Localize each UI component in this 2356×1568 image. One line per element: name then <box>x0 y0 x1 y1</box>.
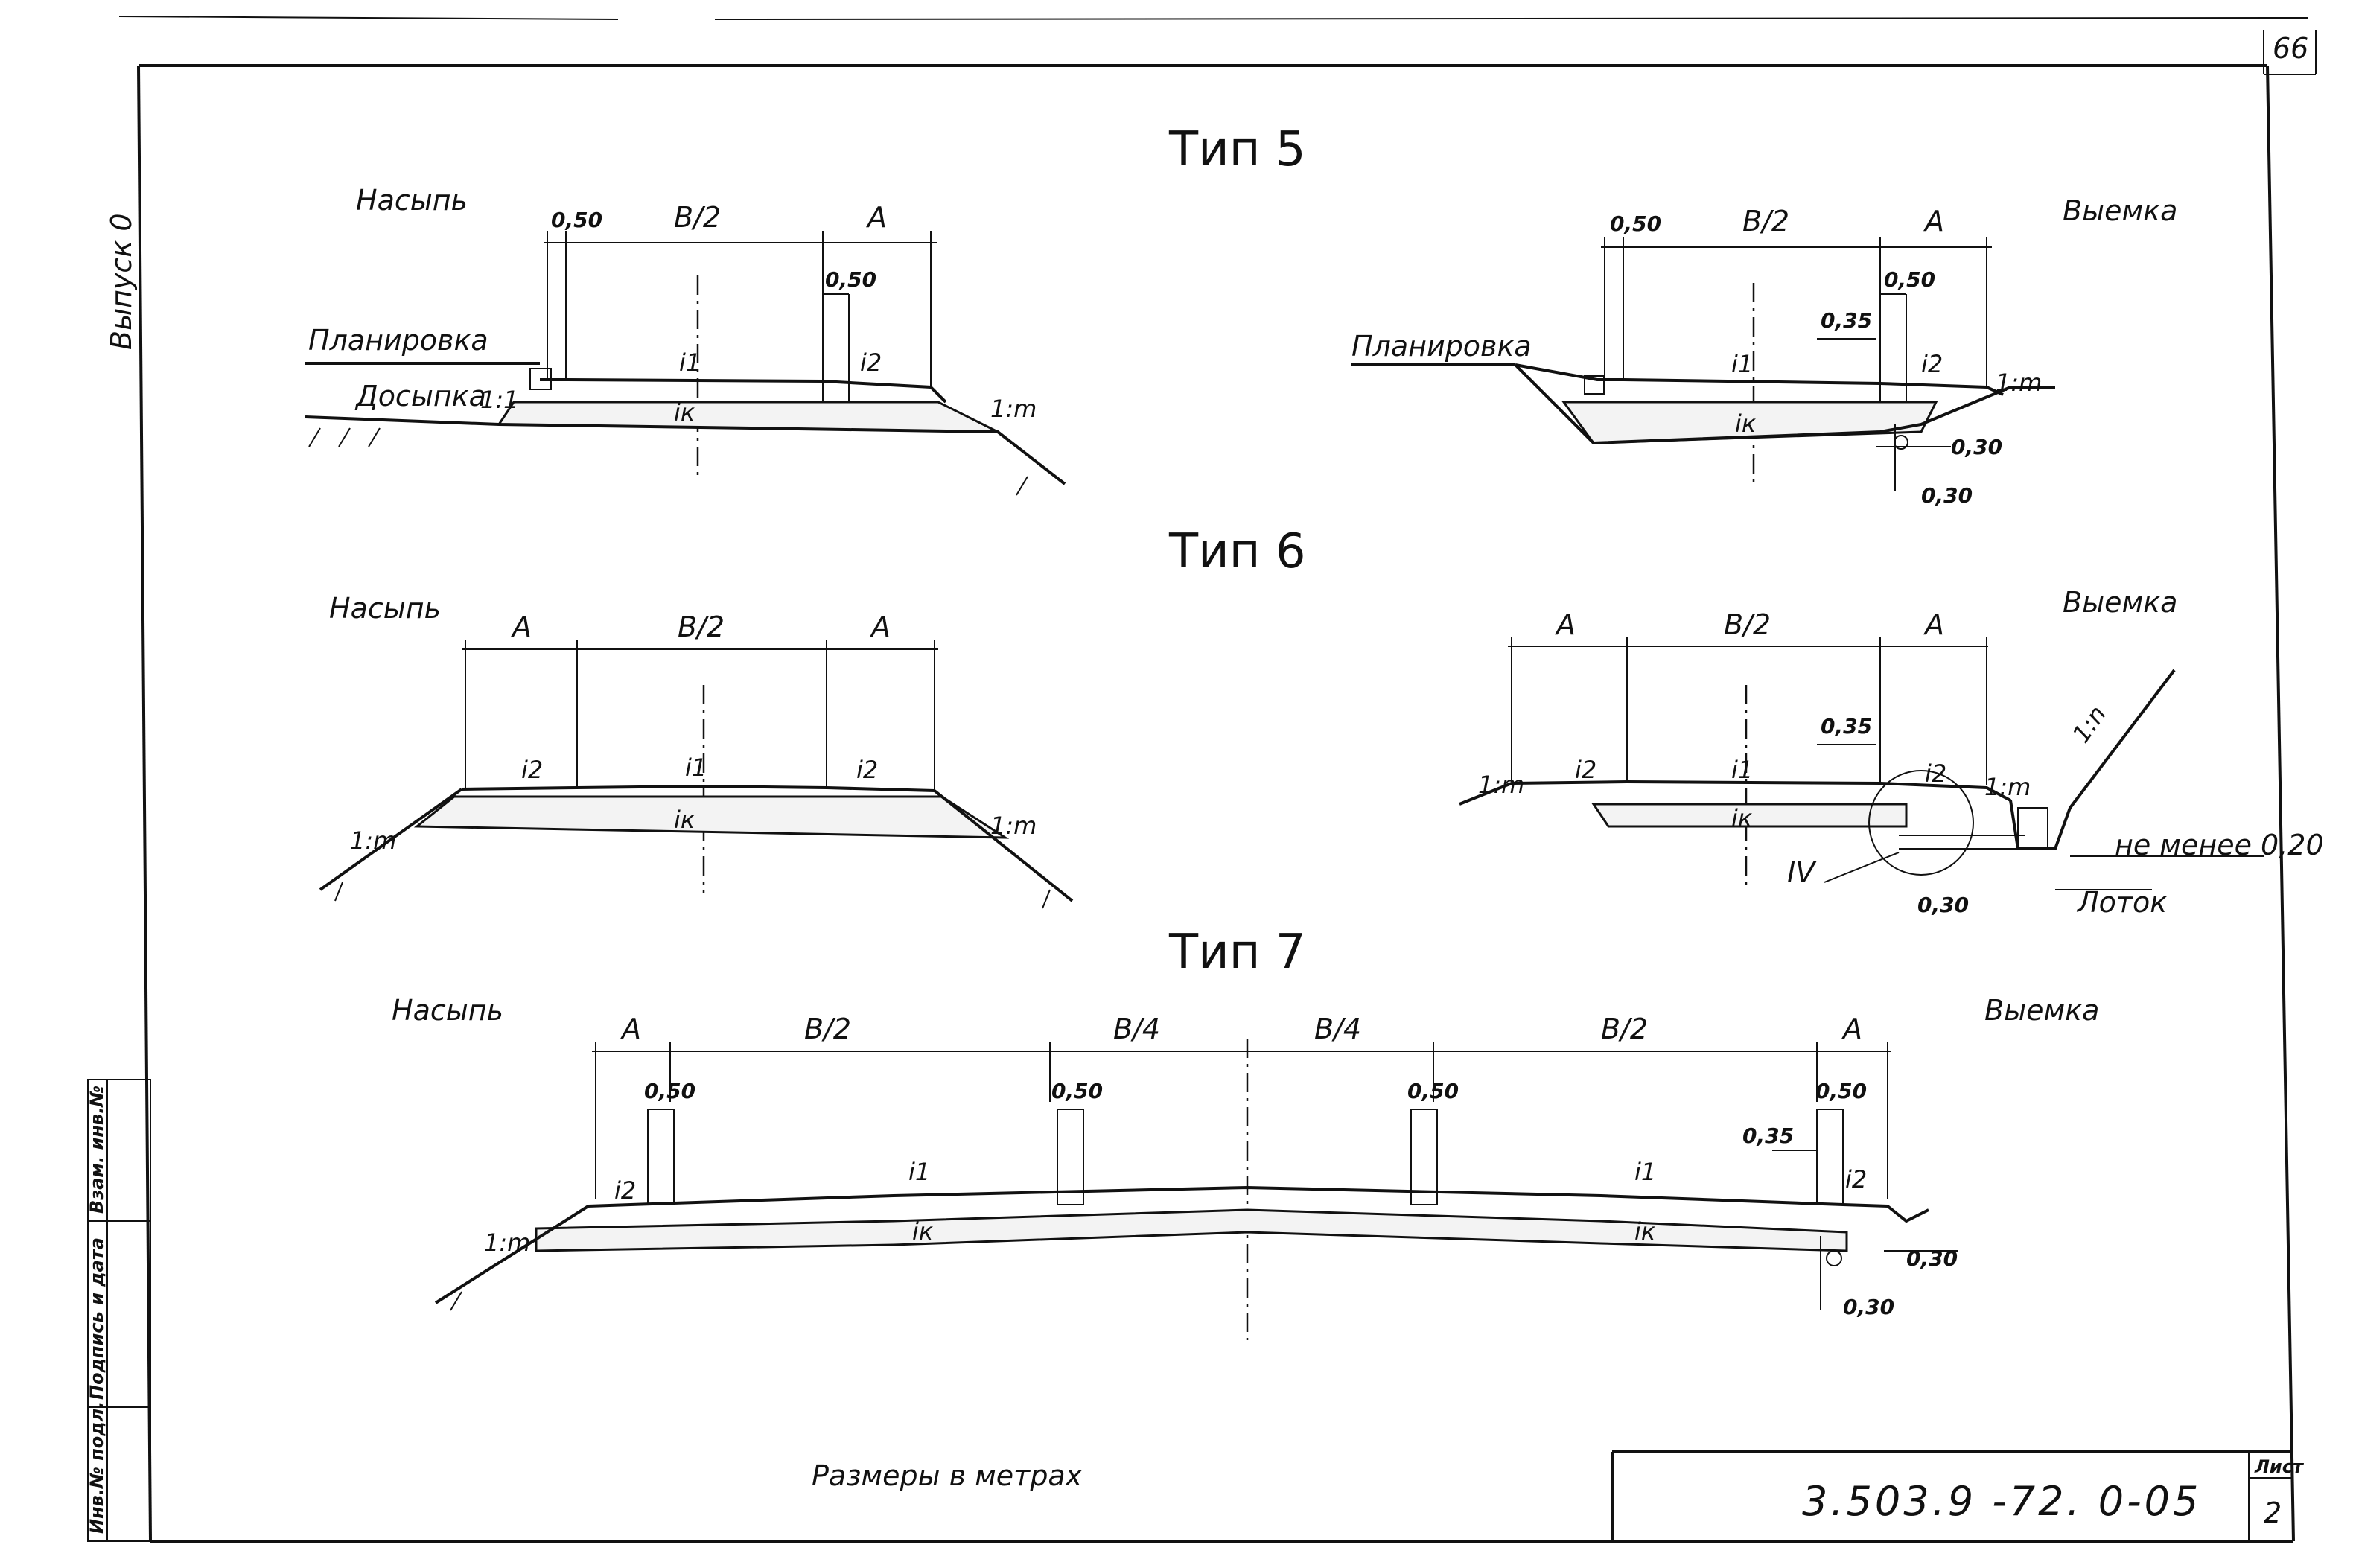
type6-right-slope-1m-a: 1:m <box>1478 771 1524 799</box>
document-code: 3.503.9 -72. 0-05 <box>1802 1478 2201 1525</box>
type7-slope-ik-left: iк <box>912 1217 934 1246</box>
sheet-frame <box>137 30 2317 1543</box>
stamp-signature-date: Подпись и дата <box>86 1237 107 1400</box>
type7-cutting-label: Выемка <box>1984 994 2099 1027</box>
type7-slope-i2-right: i2 <box>1845 1165 1867 1193</box>
type5-right-slope-ik: iк <box>1735 409 1757 438</box>
type5-right-dim-030a: 0,30 <box>1951 435 2002 459</box>
type7-dim-b2b: B/2 <box>1601 1013 1648 1045</box>
type7-dim-b4b: B/4 <box>1314 1013 1361 1045</box>
type5-right-dim-050: 0,50 <box>1610 211 1661 236</box>
type7-dim-050-c: 0,50 <box>1407 1079 1459 1103</box>
type6-embankment: Насыпь <box>319 592 1074 909</box>
sheet-number: 66 <box>2273 32 2308 65</box>
type7-dim-a1: A <box>620 1013 641 1045</box>
type6-min-depth-note: не менее 0,20 <box>2115 829 2324 861</box>
type6-cutting-label: Выемка <box>2063 586 2177 619</box>
top-edge-mark <box>118 16 619 20</box>
type6-title: Тип 6 <box>1168 524 1306 579</box>
type6-left-dim-a1: A <box>510 611 532 643</box>
type5-embankment: Насыпь Планировка Досыпка <box>305 184 1066 496</box>
type5-right-slope-i2: i2 <box>1921 350 1943 378</box>
type5-right-dim-a: A <box>1923 205 1944 238</box>
type5-left-slope-1m: 1:m <box>990 395 1037 423</box>
type7-slope-1m: 1:m <box>484 1228 530 1257</box>
type6-right-dim-a2: A <box>1923 608 1944 641</box>
type5-embankment-label: Насыпь <box>356 184 468 217</box>
type5-left-dim-050: 0,50 <box>551 208 602 232</box>
type6-right-slope-i2a: i2 <box>1575 756 1596 784</box>
type5-cutting: Выемка Планировка <box>1351 194 2177 491</box>
type6-right-dim-a1: A <box>1554 608 1576 641</box>
type7-slope-i1-left: i1 <box>908 1158 930 1186</box>
type6-right-slope-1m-b: 1:m <box>1984 773 2031 801</box>
type6-right-dim-b2: B/2 <box>1724 608 1771 641</box>
type6-left-slope-1m-a: 1:m <box>350 826 396 855</box>
type7-slope-i2-left: i2 <box>614 1176 636 1205</box>
type5-right-slope-i1: i1 <box>1731 350 1753 378</box>
type7-dim-030-b: 0,30 <box>1843 1295 1894 1319</box>
type7-dim-050-b: 0,50 <box>1051 1079 1103 1103</box>
type5-right-slope-1m: 1:m <box>1996 369 2042 397</box>
type6-right-dim-030: 0,30 <box>1917 893 1969 917</box>
title-block <box>1611 1450 2293 1541</box>
type7-dim-a2: A <box>1841 1013 1862 1045</box>
series-label: Выпуск 0 <box>105 213 138 350</box>
stamp-inventory-number: Инв.№ подл. <box>86 1402 107 1534</box>
type5-left-slope-i2: i2 <box>860 348 882 377</box>
type5-right-dim-030b: 0,30 <box>1921 483 1973 508</box>
type7-dim-b2a: B/2 <box>804 1013 851 1045</box>
type6-left-slope-i1: i1 <box>685 753 707 782</box>
type7-dim-050-d: 0,50 <box>1815 1079 1867 1103</box>
type6-detail-mark: IV <box>1787 856 1817 889</box>
units-note: Размеры в метрах <box>812 1459 1083 1492</box>
type6-left-dim-a2: A <box>869 611 891 643</box>
type6-embankment-label: Насыпь <box>329 592 441 625</box>
type5-left-dim-a: A <box>865 201 887 234</box>
type5-planning-note: Планировка <box>308 324 488 357</box>
type5-left-slope-ik: iк <box>674 398 695 427</box>
type7-title: Тип 7 <box>1168 925 1306 980</box>
type5-title: Тип 5 <box>1168 122 1306 177</box>
sheet-label: Лист <box>2254 1456 2305 1477</box>
type6-right-slope-i1: i1 <box>1731 756 1753 784</box>
side-stamp <box>87 1079 151 1542</box>
type6-right-dim-035: 0,35 <box>1821 714 1872 739</box>
type5-right-dim-b2: B/2 <box>1742 205 1789 238</box>
type6-right-slope-ik: iк <box>1731 804 1753 832</box>
type6-left-slope-i2b: i2 <box>856 756 878 784</box>
type6-left-slope-1m-b: 1:m <box>990 812 1037 840</box>
type5-fill-note: Досыпка <box>354 380 486 412</box>
type7-dim-b4a: B/4 <box>1113 1013 1160 1045</box>
type6-right-slope-i2b: i2 <box>1925 759 1946 788</box>
type6-left-slope-ik: iк <box>674 806 695 834</box>
type7-dim-050-a: 0,50 <box>644 1079 695 1103</box>
type7-dim-035: 0,35 <box>1742 1124 1794 1148</box>
type6-cutting: Выемка <box>1459 586 2264 890</box>
type6-right-slope-1n: 1:n <box>2066 701 2112 748</box>
type5-cut-planning-note: Планировка <box>1351 330 1532 363</box>
type5-left-slope-i1: i1 <box>679 348 701 377</box>
type7-section: Насыпь Выемка <box>392 994 2099 1340</box>
stamp-replacement-number: Взам. инв.№ <box>86 1086 107 1214</box>
type5-right-dim-035: 0,35 <box>1821 308 1872 333</box>
type5-left-slope-11: 1:1 <box>480 386 519 414</box>
type7-slope-ik-right: iк <box>1634 1217 1656 1246</box>
type6-gutter-note: Лоток <box>2076 886 2167 919</box>
type5-cutting-label: Выемка <box>2063 194 2177 227</box>
type6-left-slope-i2a: i2 <box>521 756 543 784</box>
type5-left-dim-050b: 0,50 <box>825 267 876 292</box>
type7-slope-i1-right: i1 <box>1634 1158 1656 1186</box>
type7-embankment-label: Насыпь <box>392 994 503 1027</box>
sheet-index: 2 <box>2264 1497 2282 1529</box>
top-edge-mark <box>714 17 2309 20</box>
type7-dim-030-a: 0,30 <box>1906 1246 1958 1271</box>
type6-left-dim-b2: B/2 <box>678 611 725 643</box>
type5-left-dim-b2: B/2 <box>674 201 721 234</box>
type5-right-dim-050b: 0,50 <box>1884 267 1935 292</box>
